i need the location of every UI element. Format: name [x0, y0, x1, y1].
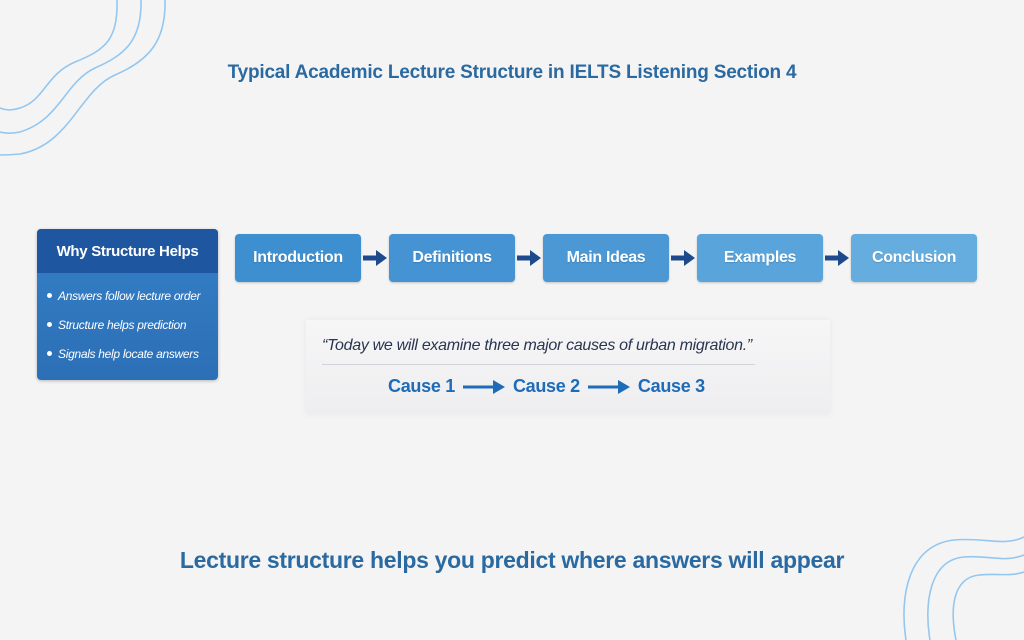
why-card-item: Answers follow lecture order [47, 281, 218, 310]
arrow-right-icon [361, 234, 389, 282]
flow-step-examples: Examples [697, 234, 823, 282]
cause-label: Cause 2 [512, 376, 580, 396]
bullet-icon [47, 351, 52, 356]
example-quote-card: “Today we will examine three major cause… [306, 320, 830, 414]
long-arrow-right-icon [587, 379, 630, 395]
why-card-item: Structure helps prediction [47, 310, 218, 339]
decorative-wave-lines-bottom-right [903, 536, 1024, 640]
tagline: Lecture structure helps you predict wher… [179, 547, 845, 573]
cause-label: Cause 1 [388, 376, 455, 396]
flow-step-introduction: Introduction [235, 234, 361, 282]
why-card-heading: Why Structure Helps [37, 229, 218, 273]
flow-step-main-ideas: Main Ideas [543, 234, 669, 282]
arrow-right-icon [823, 234, 851, 282]
why-card-item-text: Signals help locate answers [58, 346, 199, 361]
long-arrow-right-icon [462, 379, 505, 395]
why-card-item-text: Structure helps prediction [58, 317, 187, 332]
why-card-item-text: Answers follow lecture order [58, 288, 201, 303]
cause-label: Cause 3 [637, 376, 705, 396]
divider [322, 364, 755, 365]
lecture-structure-flow: Introduction Definitions Main Ideas Exam… [235, 233, 977, 283]
decorative-wave-lines-top-left [0, 0, 166, 156]
bullet-icon [47, 293, 52, 298]
arrow-right-icon [515, 234, 543, 282]
why-card-list: Answers follow lecture order Structure h… [37, 273, 218, 368]
why-structure-helps-card: Why Structure Helps Answers follow lectu… [37, 229, 218, 380]
flow-step-definitions: Definitions [389, 234, 515, 282]
bullet-icon [47, 322, 52, 327]
why-card-item: Signals help locate answers [47, 339, 218, 368]
arrow-right-icon [669, 234, 697, 282]
page-title: Typical Academic Lecture Structure in IE… [227, 62, 797, 83]
causes-sequence: Cause 1 Cause 2 Cause 3 [388, 376, 705, 397]
flow-step-conclusion: Conclusion [851, 234, 977, 282]
example-quote: “Today we will examine three major cause… [322, 337, 752, 354]
